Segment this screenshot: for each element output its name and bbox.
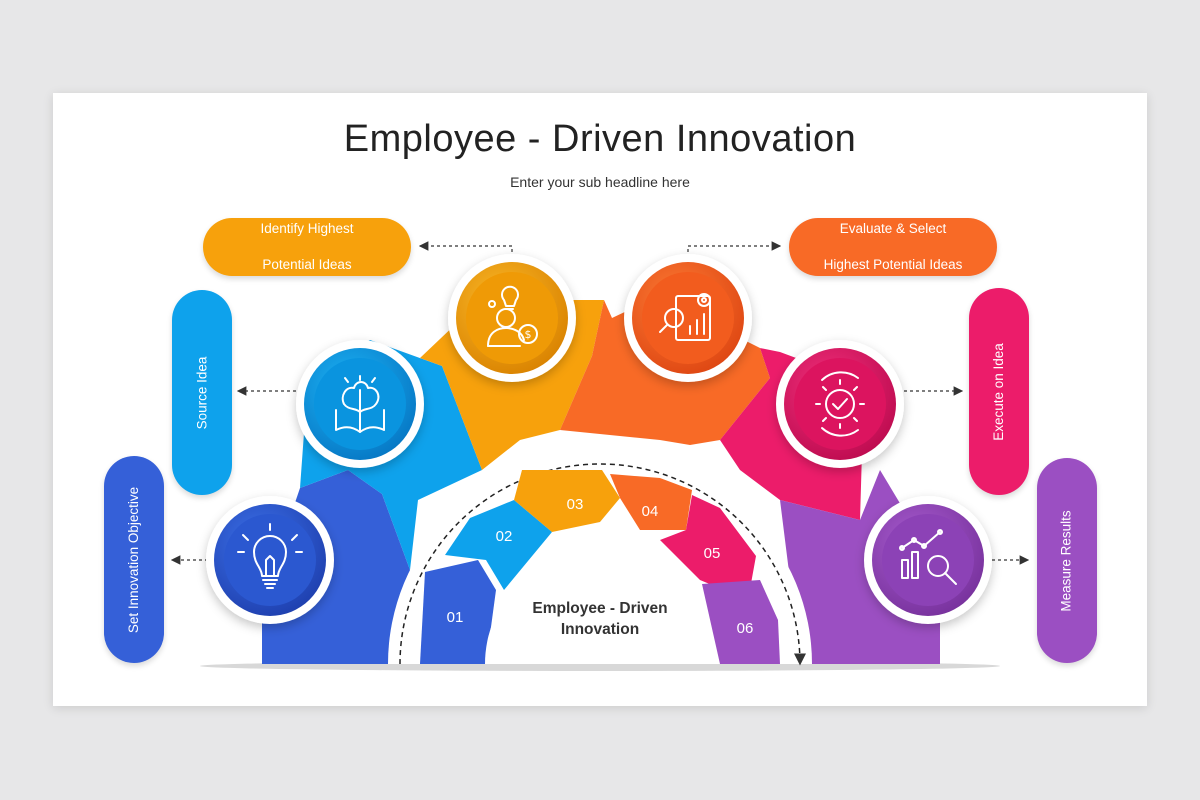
inner-segment-6 (702, 580, 780, 664)
center-disk (485, 549, 715, 664)
gear-check-icon (815, 371, 865, 437)
inner-segment-1 (420, 560, 496, 664)
step-circle-4 (624, 254, 752, 382)
inner-segment-2 (445, 500, 552, 590)
connector-4 (687, 241, 782, 258)
center-label-line2: Innovation (560, 621, 640, 638)
step-label-1-text: Set Innovation Objective (126, 486, 141, 633)
center-label: Employee - Driven Innovation (500, 598, 700, 640)
step-label-2: Source Idea (172, 290, 232, 495)
step-label-3: Identify Highest Potential Ideas (203, 218, 411, 276)
inner-segment-5 (660, 495, 756, 600)
step-label-5: Execute on Idea (969, 288, 1029, 495)
step-label-1: Set Innovation Objective (104, 456, 164, 663)
step-circle-3 (448, 254, 576, 382)
center-label-line1: Employee - Driven (532, 600, 668, 617)
step-label-4-line1: Evaluate & Select (839, 221, 947, 236)
step-number-05: 05 (704, 545, 721, 562)
step-circle-1 (206, 496, 334, 624)
step-label-5-text: Execute on Idea (991, 342, 1007, 441)
inner-segment-3 (514, 470, 620, 532)
step-label-4: Evaluate & Select Highest Potential Idea… (789, 218, 997, 276)
inner-segment-4 (610, 474, 692, 530)
step-label-3-line1: Identify Highest (260, 221, 354, 236)
report-magnifier-icon (659, 293, 711, 341)
step-number-01: 01 (447, 609, 464, 626)
step-circle-6 (864, 496, 992, 624)
step-label-4-line2: Highest Potential Ideas (823, 257, 963, 272)
person-idea-money-icon: $ (487, 285, 538, 347)
step-number-06: 06 (737, 620, 754, 637)
chart-magnifier-icon (899, 529, 957, 585)
step-number-03: 03 (567, 496, 584, 513)
step-label-2-text: Source Idea (194, 356, 209, 429)
step-number-04: 04 (642, 503, 659, 520)
step-label-6: Measure Results (1037, 458, 1097, 663)
step-number-02: 02 (496, 528, 513, 545)
step-label-3-line2: Potential Ideas (262, 257, 352, 272)
progress-arc (399, 463, 806, 666)
step-circle-5 (776, 340, 904, 468)
step-label-6-text: Measure Results (1059, 509, 1075, 612)
connector-3 (418, 241, 513, 258)
lightbulb-icon (237, 523, 303, 589)
page-title: Employee - Driven Innovation (343, 118, 857, 160)
page-subtitle: Enter your sub headline here (510, 174, 690, 190)
book-brain-icon (335, 375, 385, 433)
svg-text:$: $ (525, 328, 532, 341)
